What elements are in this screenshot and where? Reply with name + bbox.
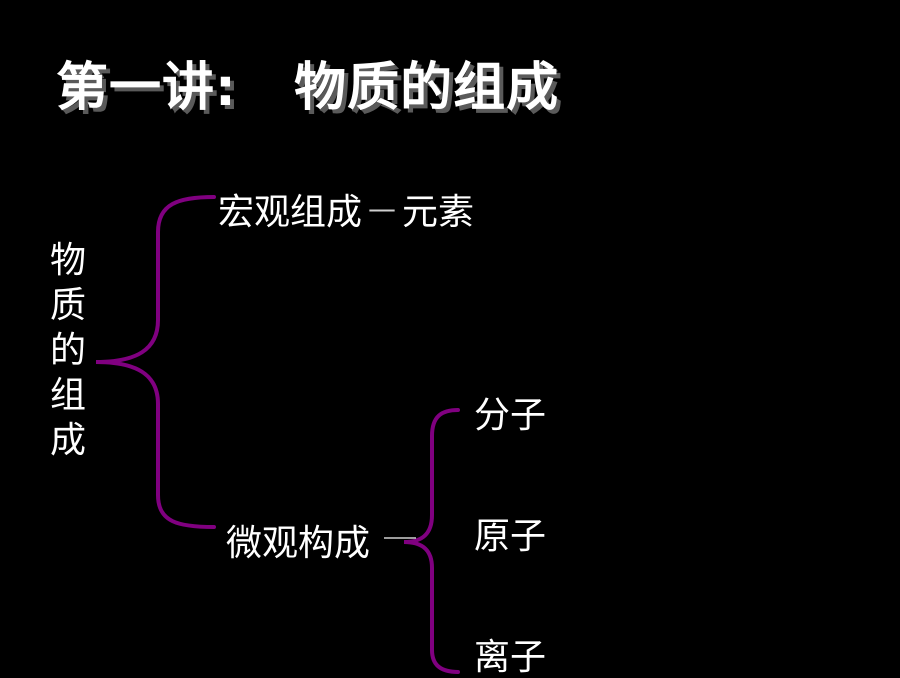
macro-label: 宏观组成	[218, 192, 363, 233]
root-char-3: 的	[49, 330, 86, 371]
micro-item-molecule: 分子	[474, 395, 547, 436]
macro-node: 宏观组成—元素	[218, 195, 474, 231]
micro-brace	[403, 408, 460, 674]
root-char-4: 组	[49, 375, 86, 416]
root-char-1: 物	[49, 240, 86, 281]
root-char-2: 质	[49, 285, 86, 326]
main-brace	[95, 195, 216, 529]
micro-item-atom: 原子	[474, 516, 547, 557]
macro-dash: —	[368, 192, 397, 225]
root-char-5: 成	[49, 420, 86, 461]
slide-title: 第一讲: 物质的组成	[56, 58, 560, 118]
macro-value: 元素	[402, 192, 475, 233]
root-label: 物 质 的 组 成	[48, 238, 88, 463]
micro-item-ion: 离子	[474, 637, 547, 678]
micro-node: 微观构成	[226, 523, 371, 564]
